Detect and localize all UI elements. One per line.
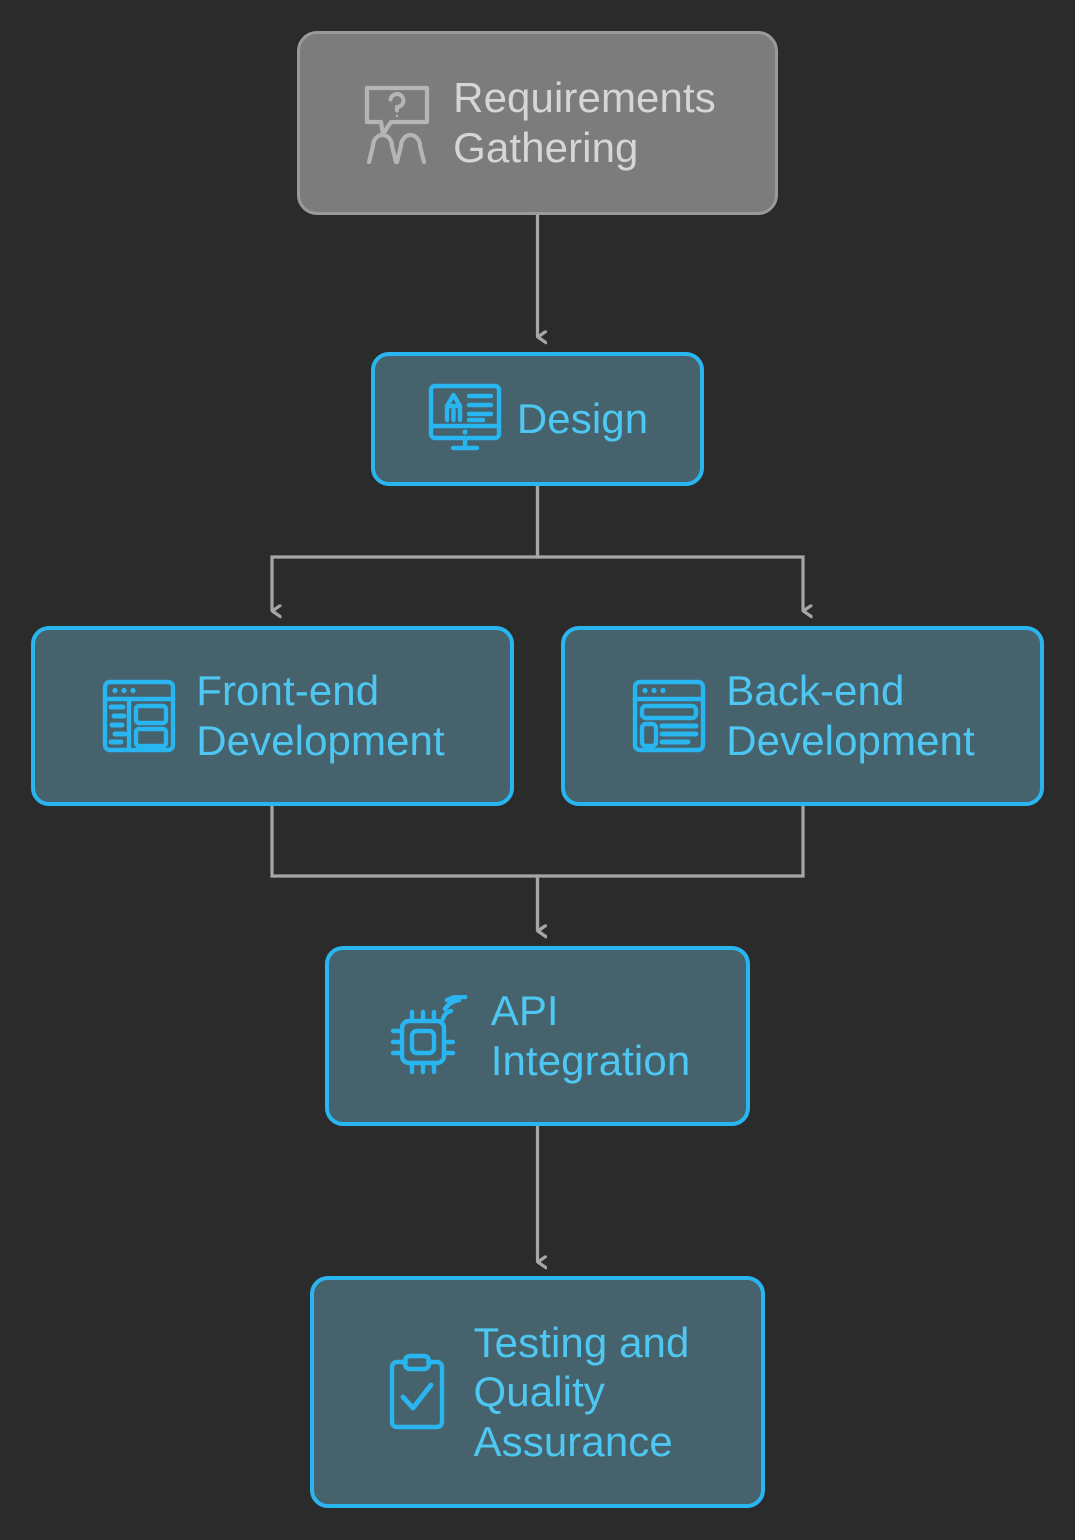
node-frontend-development[interactable]: Front-end Development xyxy=(31,626,514,806)
api-chip-icon xyxy=(385,995,469,1077)
edge-frontend-to-api xyxy=(270,806,538,931)
backend-layout-icon xyxy=(630,677,708,755)
node-label-frontend-development: Front-end Development xyxy=(196,667,445,764)
node-label-api-integration: API Integration xyxy=(490,987,691,1084)
node-label-requirements-gathering: Requirements Gathering xyxy=(453,74,716,171)
edge-design-to-frontend xyxy=(270,486,540,611)
clipboard-check-icon xyxy=(386,1352,448,1432)
design-monitor-icon xyxy=(427,382,503,456)
node-design[interactable]: Design xyxy=(371,352,704,486)
node-backend-development[interactable]: Back-end Development xyxy=(561,626,1044,806)
node-label-backend-development: Back-end Development xyxy=(726,667,975,764)
node-requirements-gathering[interactable]: Requirements Gathering xyxy=(297,31,778,215)
edge-design-to-backend xyxy=(535,486,804,611)
frontend-layout-icon xyxy=(100,677,178,755)
node-label-design: Design xyxy=(516,395,649,443)
edge-backend-to-api xyxy=(535,806,805,931)
node-label-testing-quality-assurance: Testing and Quality Assurance xyxy=(473,1318,690,1465)
node-testing-quality-assurance[interactable]: Testing and Quality Assurance xyxy=(310,1276,765,1508)
node-api-integration[interactable]: API Integration xyxy=(325,946,750,1126)
requirements-gathering-icon xyxy=(359,82,435,164)
